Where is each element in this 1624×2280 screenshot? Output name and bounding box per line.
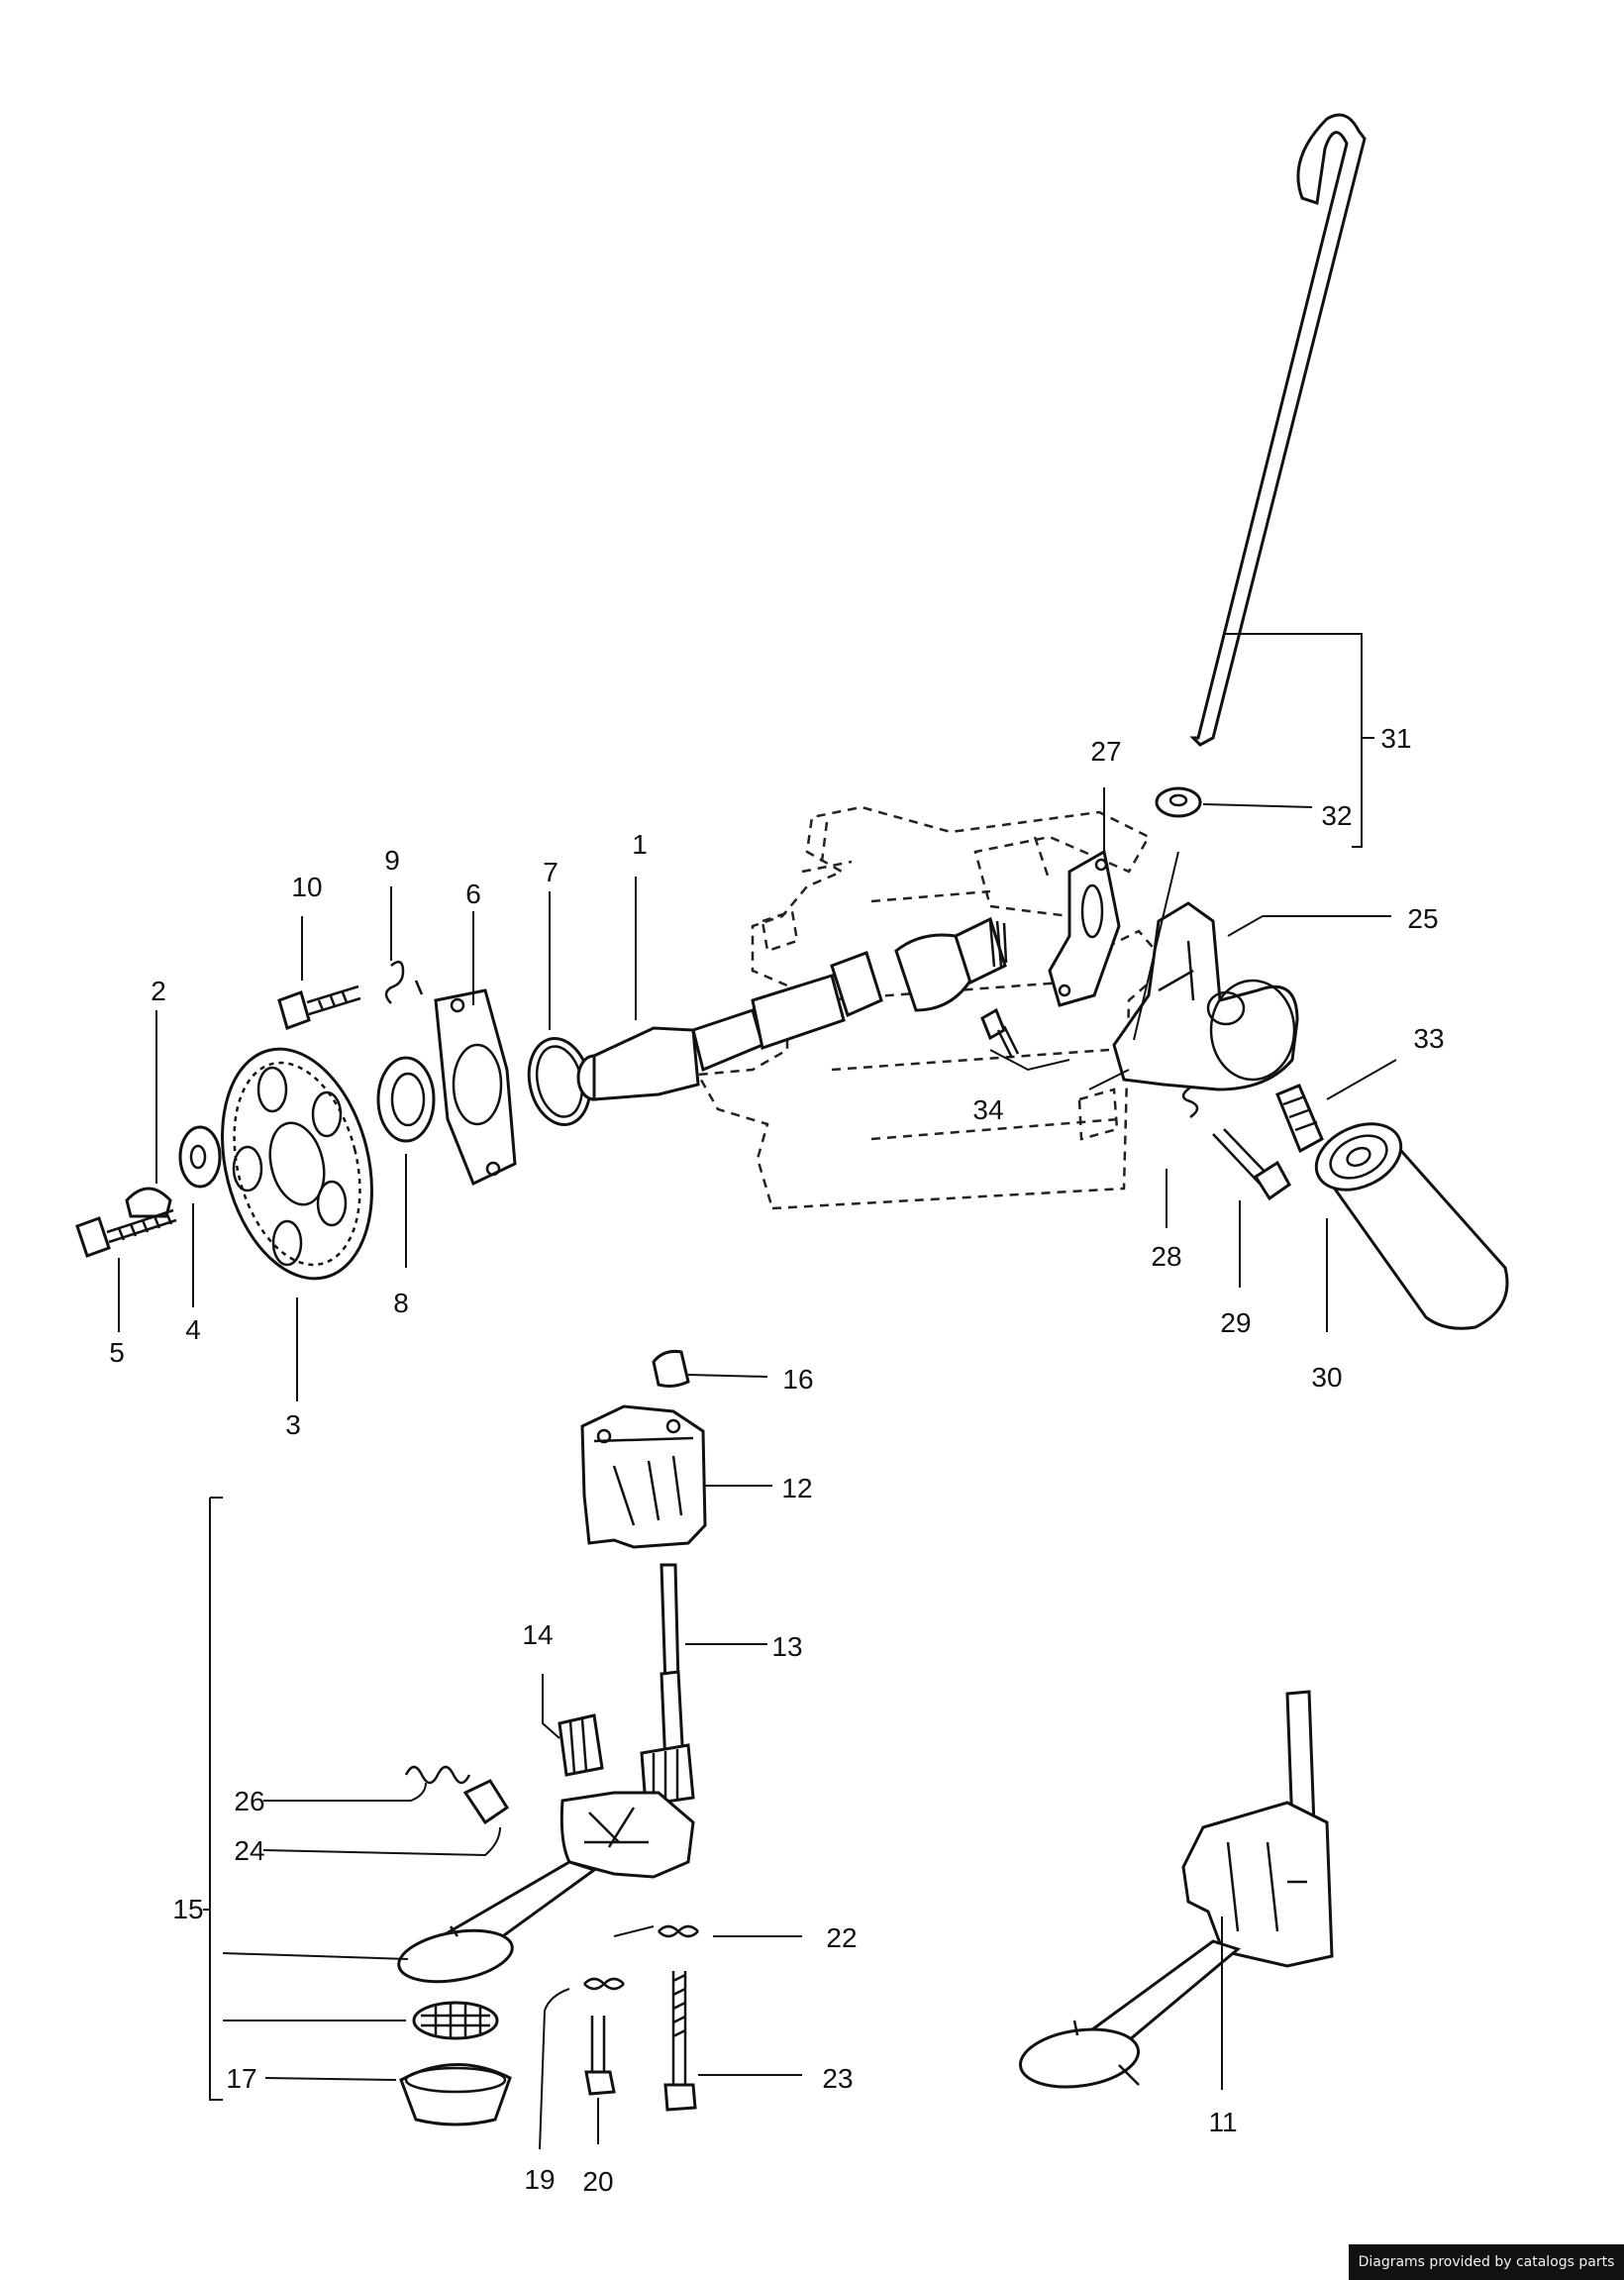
label-30: 30 <box>1311 1362 1342 1393</box>
relief-valve-spring <box>404 1765 471 1785</box>
pump-drive-shaft <box>640 1563 695 1807</box>
label-32: 32 <box>1321 800 1352 831</box>
lock-washer-left <box>583 1977 625 1991</box>
short-pump-bolt <box>584 2016 616 2096</box>
oil-filter <box>1314 1122 1509 1330</box>
label-8: 8 <box>393 1288 409 1318</box>
label-13: 13 <box>771 1631 802 1662</box>
label-5: 5 <box>109 1337 125 1368</box>
washer <box>178 1125 222 1189</box>
oil-filter-bracket <box>1112 901 1299 1091</box>
callout-labels: 1 2 3 4 5 6 7 8 9 10 11 12 13 14 15 16 1… <box>109 723 1444 2197</box>
label-10: 10 <box>291 872 322 902</box>
intermediate-shaft <box>576 916 1008 1101</box>
filter-clip <box>1181 1086 1199 1119</box>
dipstick <box>1189 113 1367 747</box>
relief-valve-plunger <box>462 1779 510 1825</box>
label-12: 12 <box>781 1473 812 1503</box>
front-bolt <box>75 1208 177 1258</box>
label-28: 28 <box>1151 1241 1181 1272</box>
pump-gear <box>558 1713 604 1777</box>
camshaft-sprocket <box>221 1047 373 1281</box>
label-17: 17 <box>226 2063 256 2094</box>
label-7: 7 <box>543 857 558 887</box>
woodruff-key <box>125 1187 172 1218</box>
label-26: 26 <box>234 1786 264 1816</box>
label-22: 22 <box>826 1922 857 1953</box>
flange-gasket <box>1048 849 1121 1007</box>
pickup-tube <box>397 1925 514 1984</box>
lock-washer-right <box>658 1924 699 1938</box>
label-14: 14 <box>522 1619 553 1650</box>
label-1: 1 <box>632 829 648 860</box>
shaft-seal <box>376 1056 436 1143</box>
label-2: 2 <box>151 976 166 1006</box>
seal-flange <box>434 988 517 1187</box>
label-9: 9 <box>384 845 400 876</box>
dipstick-guide-grommet <box>1155 786 1202 818</box>
label-19: 19 <box>524 2164 555 2195</box>
diagram-credit-badge: Diagrams provided by catalogs parts <box>1349 2244 1624 2280</box>
long-pump-bolt <box>663 1971 697 2112</box>
oil-pump-housing <box>580 1404 707 1549</box>
label-29: 29 <box>1220 1307 1251 1338</box>
pump-cover-plug <box>652 1350 690 1388</box>
label-6: 6 <box>465 879 481 909</box>
label-15: 15 <box>172 1894 203 1924</box>
label-34: 34 <box>972 1094 1003 1125</box>
label-33: 33 <box>1413 1023 1444 1054</box>
seal-clip <box>384 960 424 1004</box>
label-3: 3 <box>285 1409 301 1440</box>
label-23: 23 <box>822 2063 853 2094</box>
small-bolt <box>980 1007 1020 1059</box>
strainer-cover <box>399 2063 512 2126</box>
assembled-oil-pump <box>1018 1690 1334 2089</box>
oil-pressure-sender <box>1275 1084 1324 1154</box>
label-24: 24 <box>234 1835 264 1866</box>
label-11: 11 <box>1208 2107 1237 2137</box>
leader-lines <box>118 633 1397 2150</box>
strainer-screen <box>412 2001 499 2040</box>
label-25: 25 <box>1407 903 1438 934</box>
label-4: 4 <box>185 1314 201 1345</box>
label-27: 27 <box>1090 736 1121 767</box>
label-31: 31 <box>1380 723 1411 754</box>
sprocket-bolt <box>277 985 361 1030</box>
label-20: 20 <box>582 2166 613 2197</box>
label-16: 16 <box>782 1364 813 1395</box>
bracket-bolt <box>1212 1128 1291 1201</box>
